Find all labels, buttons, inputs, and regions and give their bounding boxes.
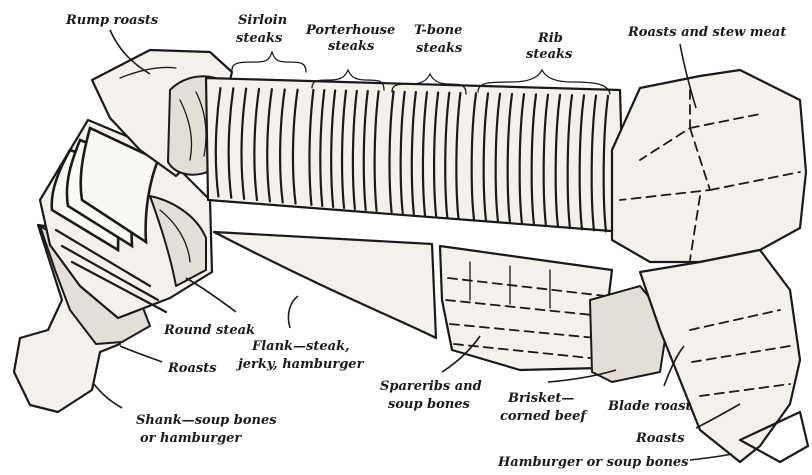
chuck-roast-section [612, 70, 806, 262]
label-rump-roasts: Rump roasts [65, 13, 159, 28]
loin-rib-steaks [206, 78, 624, 232]
label-rib: Rib steaks [526, 31, 573, 62]
label-hamburger-soup: Hamburger or soup bones [497, 455, 689, 470]
label-roasts-left: Roasts [167, 361, 217, 376]
label-blade-roast: Blade roast [607, 399, 692, 414]
label-flank: Flank—steak, jerky, hamburger [235, 339, 365, 372]
label-porterhouse: Porterhouse steaks [305, 23, 400, 54]
label-roasts-stew: Roasts and stew meat [627, 25, 786, 40]
sirloin-brace [232, 52, 306, 72]
spareribs-section [440, 246, 612, 370]
label-round-steak: Round steak [163, 323, 255, 338]
label-sirloin: Sirloin steaks [236, 13, 292, 46]
label-brisket: Brisket— corned beef [500, 391, 588, 424]
label-tbone: T-bone steaks [414, 23, 467, 56]
label-roasts-right: Roasts [635, 431, 685, 446]
label-shank: Shank—soup bones or hamburger [136, 413, 281, 446]
label-spareribs: Spareribs and soup bones [380, 379, 486, 412]
